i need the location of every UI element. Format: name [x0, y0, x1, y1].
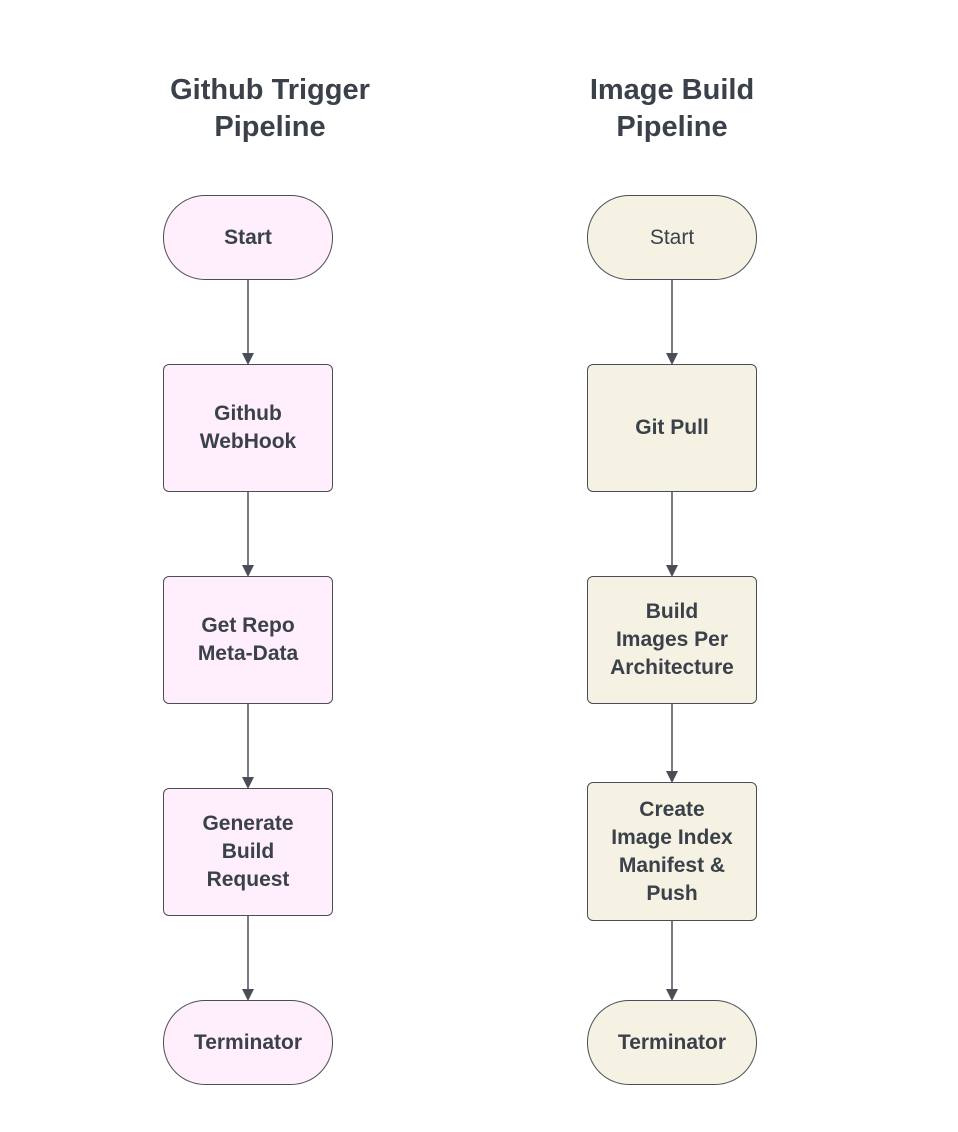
right-title-line1: Image Build	[589, 74, 755, 106]
create-manifest-node[interactable]: Create Image Index Manifest & Push	[587, 782, 757, 921]
git-pull-node[interactable]: Git Pull	[587, 364, 757, 492]
git-pull-label: Git Pull	[635, 416, 709, 439]
left-terminator-node[interactable]: Terminator	[163, 1000, 333, 1085]
github-webhook-label-line1: Github	[214, 402, 282, 425]
left-title-line1: Github Trigger	[170, 74, 370, 106]
create-label-line1: Create	[639, 797, 705, 821]
left-title-line2: Pipeline	[214, 111, 326, 143]
right-pipeline-title: Image Build Pipeline	[522, 72, 822, 146]
build-label-line3: Architecture	[610, 656, 734, 679]
right-start-label: Start	[649, 225, 695, 249]
left-start-node[interactable]: Start	[163, 195, 333, 280]
generate-label-line1: Generate	[202, 812, 294, 835]
build-label-line2: Images Per	[615, 628, 729, 651]
create-label-line4: Push	[646, 881, 698, 905]
generate-label-line2: Build	[221, 840, 275, 863]
generate-label-line3: Request	[206, 868, 290, 891]
right-terminator-label: Terminator	[617, 1030, 727, 1054]
left-pipeline-title: Github Trigger Pipeline	[120, 72, 420, 146]
build-images-node[interactable]: Build Images Per Architecture	[587, 576, 757, 704]
generate-build-request-node[interactable]: Generate Build Request	[163, 788, 333, 916]
right-title-line2: Pipeline	[616, 111, 728, 143]
github-webhook-node[interactable]: Github WebHook	[163, 364, 333, 492]
build-label-line1: Build	[645, 600, 699, 623]
get-repo-label-line2: Meta-Data	[197, 642, 299, 665]
github-webhook-label-line2: WebHook	[199, 430, 297, 453]
get-repo-label-line1: Get Repo	[201, 614, 295, 637]
create-label-line3: Manifest &	[618, 853, 726, 877]
left-terminator-label: Terminator	[193, 1030, 303, 1054]
create-label-line2: Image Index	[611, 825, 733, 849]
right-terminator-node[interactable]: Terminator	[587, 1000, 757, 1085]
get-repo-metadata-node[interactable]: Get Repo Meta-Data	[163, 576, 333, 704]
right-start-node[interactable]: Start	[587, 195, 757, 280]
left-start-label: Start	[224, 225, 272, 249]
